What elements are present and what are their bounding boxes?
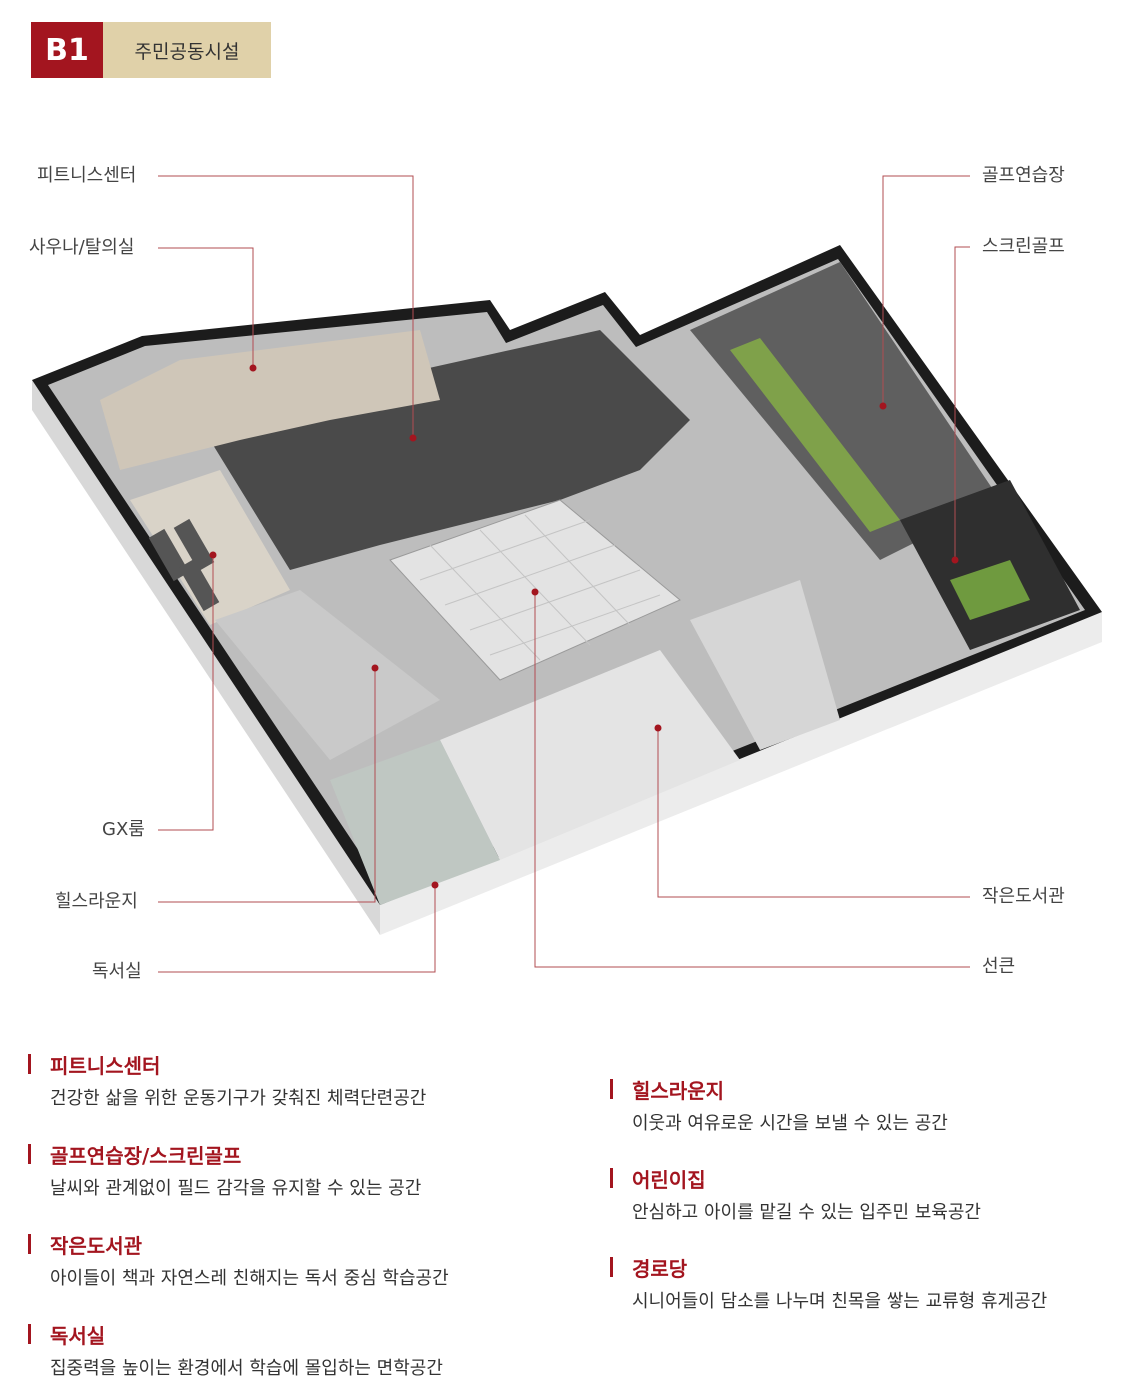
screen-golf-room	[900, 480, 1080, 650]
floor-level: B1	[31, 22, 103, 78]
marker-fitness	[409, 434, 417, 442]
leader-screen	[954, 246, 970, 560]
desc-bar	[28, 1144, 31, 1164]
marker-heal	[371, 664, 379, 672]
desc-text: 집중력을 높이는 환경에서 학습에 몰입하는 면학공간	[50, 1358, 443, 1379]
sauna-area	[100, 330, 440, 470]
leader-sunken	[534, 592, 970, 968]
leader-library	[657, 728, 970, 898]
golf-turf	[730, 338, 900, 532]
leader-golf	[882, 175, 970, 406]
floor-title: 주민공동시설	[103, 22, 271, 78]
desc-bar	[28, 1324, 31, 1344]
marker-library	[654, 724, 662, 732]
restroom-area	[690, 580, 840, 750]
desc-text: 아이들이 책과 자연스레 친해지는 독서 중심 학습공간	[50, 1268, 449, 1289]
marker-sauna	[249, 364, 257, 372]
desc-title: 피트니스센터	[50, 1054, 161, 1078]
gx-mat	[178, 558, 220, 612]
desc-bar	[28, 1234, 31, 1254]
callout-golf: 골프연습장	[982, 165, 1065, 186]
marker-gx	[209, 551, 217, 559]
screen-golf-turf	[950, 560, 1030, 620]
plan-base-front	[380, 612, 1102, 935]
callout-heal: 힐스라운지	[55, 891, 138, 912]
heal-lounge-floor	[215, 590, 440, 760]
leader-sauna	[158, 247, 254, 368]
desc-text: 이웃과 여유로운 시간을 보낼 수 있는 공간	[632, 1113, 948, 1134]
desc-text: 날씨와 관계없이 필드 감각을 유지할 수 있는 공간	[50, 1178, 422, 1199]
callout-reading: 독서실	[92, 961, 142, 982]
leader-fitness	[158, 175, 414, 438]
desc-bar	[610, 1079, 613, 1099]
fitness-floor	[210, 330, 690, 570]
floor-badge: B1 주민공동시설	[31, 22, 271, 78]
callout-library: 작은도서관	[982, 886, 1065, 907]
desc-title: 골프연습장/스크린골프	[50, 1144, 242, 1168]
marker-golf	[879, 402, 887, 410]
desc-bar	[28, 1054, 31, 1074]
library-floor	[440, 650, 740, 860]
desc-bar	[610, 1168, 613, 1188]
callout-fitness: 피트니스센터	[37, 165, 137, 186]
desc-title: 작은도서관	[50, 1234, 142, 1258]
plan-base-side	[32, 380, 380, 935]
reading-room-floor	[330, 740, 500, 905]
desc-title: 경로당	[632, 1257, 688, 1281]
callout-sauna: 사우나/탈의실	[29, 237, 135, 258]
floor-plan-illustration	[32, 175, 1102, 973]
marker-sunken	[531, 588, 539, 596]
gx-room-floor	[130, 470, 290, 625]
marker-reading	[431, 881, 439, 889]
desc-title: 독서실	[50, 1324, 106, 1348]
leader-reading	[158, 885, 436, 973]
desc-text: 시니어들이 담소를 나누며 친목을 쌓는 교류형 휴게공간	[632, 1291, 1048, 1312]
leader-heal	[158, 668, 376, 903]
callout-gx: GX룸	[102, 819, 145, 840]
desc-title: 어린이집	[632, 1168, 706, 1192]
golf-practice-floor	[690, 262, 1000, 560]
marker-screen	[951, 556, 959, 564]
gx-mat	[173, 518, 215, 572]
desc-text: 안심하고 아이를 맡길 수 있는 입주민 보육공간	[632, 1202, 981, 1223]
callout-screen: 스크린골프	[982, 236, 1065, 257]
leader-gx	[158, 555, 214, 831]
callout-sunken: 선큰	[982, 956, 1016, 977]
desc-title: 힐스라운지	[632, 1079, 724, 1103]
desc-text: 건강한 삶을 위한 운동기구가 갖춰진 체력단련공간	[50, 1088, 427, 1109]
desc-bar	[610, 1257, 613, 1277]
